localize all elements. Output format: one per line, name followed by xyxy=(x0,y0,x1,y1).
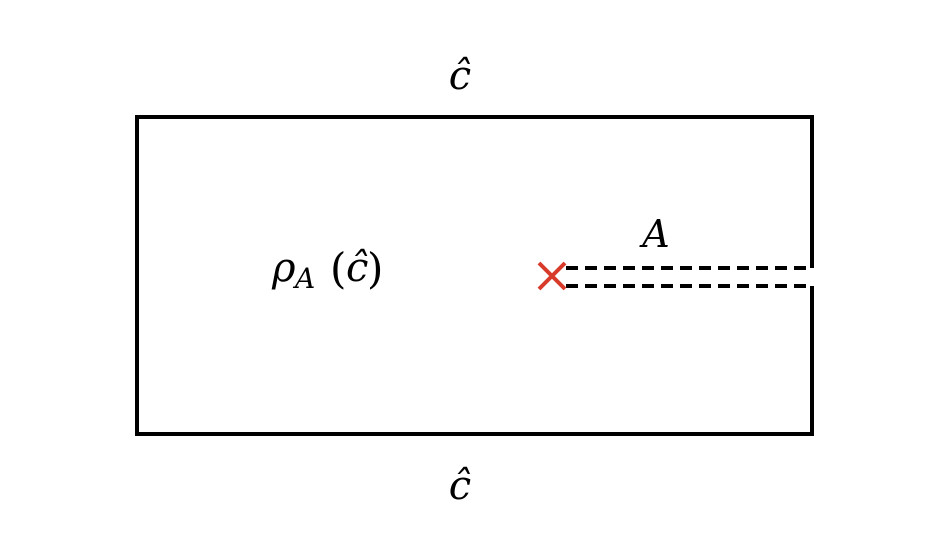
label-interval: A xyxy=(639,212,669,256)
density-arg: ĉ xyxy=(346,245,368,291)
density-subscript: A xyxy=(292,262,315,295)
density-paren-close: ) xyxy=(367,244,383,293)
density-paren-open: ( xyxy=(330,244,346,293)
frame-border xyxy=(135,115,814,436)
density-label: ρ A ( ĉ ) xyxy=(271,244,383,295)
label-bottom: ĉ xyxy=(449,463,471,509)
x-cross-icon xyxy=(537,261,567,291)
label-top: ĉ xyxy=(449,53,471,99)
density-rho: ρ xyxy=(271,245,296,291)
